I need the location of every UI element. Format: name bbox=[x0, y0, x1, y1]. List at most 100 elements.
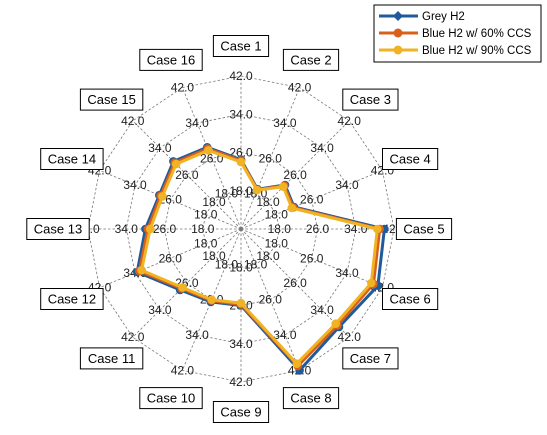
tick-label: 18.0 bbox=[202, 249, 226, 263]
data-point bbox=[236, 157, 246, 167]
grid-spoke bbox=[182, 87, 242, 230]
data-point bbox=[279, 182, 288, 191]
data-point bbox=[367, 278, 376, 288]
tick-label: 34.0 bbox=[123, 178, 147, 192]
category-label: Case 12 bbox=[40, 288, 104, 310]
tick-label: 18.0 bbox=[215, 187, 239, 201]
radar-series bbox=[132, 143, 389, 375]
tick-label: 42.0 bbox=[229, 375, 253, 389]
tick-label: 42.0 bbox=[338, 330, 362, 344]
category-label: Case 1 bbox=[212, 35, 270, 57]
tick-label: 26.0 bbox=[175, 168, 199, 182]
svg-text:Case 5: Case 5 bbox=[403, 222, 444, 237]
tick-label: 26.0 bbox=[159, 251, 183, 265]
tick-label: 42.0 bbox=[288, 81, 312, 95]
category-label: Case 6 bbox=[382, 288, 439, 310]
grid-spoke bbox=[240, 228, 350, 338]
radar-grid bbox=[87, 75, 395, 383]
legend-entry: Blue H2 w/ 60% CCS bbox=[379, 28, 532, 40]
category-label: Case 9 bbox=[212, 401, 270, 423]
svg-text:Blue H2 w/ 60% CCS: Blue H2 w/ 60% CCS bbox=[422, 28, 532, 40]
svg-text:Case 12: Case 12 bbox=[48, 292, 96, 307]
svg-text:Case 4: Case 4 bbox=[389, 152, 430, 167]
tick-label: 34.0 bbox=[273, 116, 297, 130]
tick-label: 42.0 bbox=[121, 114, 145, 128]
svg-text:Case 1: Case 1 bbox=[220, 39, 261, 54]
category-label: Case 16 bbox=[139, 48, 203, 71]
data-point bbox=[292, 359, 302, 369]
tick-label: 34.0 bbox=[310, 303, 334, 317]
data-point bbox=[158, 192, 167, 201]
tick-label: 34.0 bbox=[335, 178, 359, 192]
category-label: Case 11 bbox=[79, 347, 144, 370]
svg-text:Blue H2 w/ 90% CCS: Blue H2 w/ 90% CCS bbox=[422, 45, 532, 57]
data-point bbox=[207, 295, 216, 305]
grid-spoke bbox=[240, 228, 383, 288]
tick-label: 42.0 bbox=[171, 363, 195, 377]
radar-category-labels: Case 1 Case 2 Case 3 Case 4 Case 5 Case 6 Case… bbox=[26, 35, 453, 423]
tick-label: 26.0 bbox=[300, 251, 324, 265]
grid-spoke bbox=[240, 120, 350, 230]
svg-text:Case 16: Case 16 bbox=[147, 52, 195, 67]
tick-label: 26.0 bbox=[153, 222, 177, 236]
data-point bbox=[236, 298, 246, 308]
tick-label: 34.0 bbox=[229, 337, 253, 351]
svg-text:Case 11: Case 11 bbox=[88, 351, 135, 366]
tick-label: 34.0 bbox=[310, 141, 334, 155]
grid-spoke bbox=[99, 228, 242, 288]
data-point bbox=[204, 146, 213, 155]
legend: Grey H2 Blue H2 w/ 60% CCS Blue H2 w/ 90% … bbox=[373, 4, 542, 63]
data-point bbox=[287, 203, 297, 213]
tick-label: 18.0 bbox=[256, 195, 280, 209]
tick-label: 42.0 bbox=[121, 330, 145, 344]
tick-label: 18.0 bbox=[229, 184, 253, 198]
tick-label: 34.0 bbox=[185, 328, 209, 342]
tick-label: 34.0 bbox=[115, 222, 139, 236]
tick-label: 18.0 bbox=[244, 257, 268, 271]
svg-text:Case 9: Case 9 bbox=[220, 405, 261, 420]
grid-spoke bbox=[240, 228, 300, 371]
svg-text:Case 14: Case 14 bbox=[48, 152, 96, 167]
tick-label: 18.0 bbox=[215, 257, 239, 271]
category-label: Case 10 bbox=[139, 387, 203, 410]
grid-ring bbox=[125, 113, 357, 345]
tick-label: 26.0 bbox=[259, 293, 283, 307]
category-label: Case 15 bbox=[79, 88, 144, 111]
tick-label: 18.0 bbox=[265, 237, 289, 251]
tick-label: 18.0 bbox=[194, 237, 218, 251]
grid-ring bbox=[87, 75, 395, 383]
tick-label: 18.0 bbox=[194, 207, 218, 221]
category-label: Case 8 bbox=[282, 387, 340, 410]
svg-text:Case 8: Case 8 bbox=[290, 391, 331, 406]
category-label: Case 7 bbox=[342, 347, 399, 370]
grid-spoke bbox=[99, 170, 242, 230]
tick-label: 26.0 bbox=[283, 276, 307, 290]
grid-spoke bbox=[240, 170, 383, 230]
tick-label: 18.0 bbox=[256, 249, 280, 263]
category-label: Case 13 bbox=[26, 218, 90, 240]
tick-label: 26.0 bbox=[259, 151, 283, 165]
svg-text:Grey H2: Grey H2 bbox=[422, 11, 465, 23]
grid-spoke bbox=[132, 120, 242, 230]
tick-label: 34.0 bbox=[229, 107, 253, 121]
grid-spoke bbox=[132, 228, 242, 338]
tick-label: 18.0 bbox=[191, 222, 215, 236]
category-label: Case 5 bbox=[395, 218, 453, 240]
data-point bbox=[331, 319, 341, 329]
svg-text:Case 7: Case 7 bbox=[350, 351, 391, 366]
legend-entry: Blue H2 w/ 90% CCS bbox=[379, 45, 532, 57]
data-point bbox=[252, 185, 262, 195]
svg-text:Case 3: Case 3 bbox=[350, 92, 391, 107]
tick-label: 18.0 bbox=[229, 260, 253, 274]
tick-label: 26.0 bbox=[306, 222, 330, 236]
category-label: Case 2 bbox=[282, 48, 340, 71]
tick-label: 42.0 bbox=[338, 114, 362, 128]
tick-label: 34.0 bbox=[335, 266, 359, 280]
tick-label: 26.0 bbox=[283, 168, 307, 182]
tick-label: 42.0 bbox=[171, 81, 195, 95]
tick-label: 26.0 bbox=[300, 193, 324, 207]
legend-entry: Grey H2 bbox=[379, 11, 465, 23]
svg-text:Case 15: Case 15 bbox=[87, 92, 135, 107]
tick-label: 42.0 bbox=[229, 69, 253, 83]
